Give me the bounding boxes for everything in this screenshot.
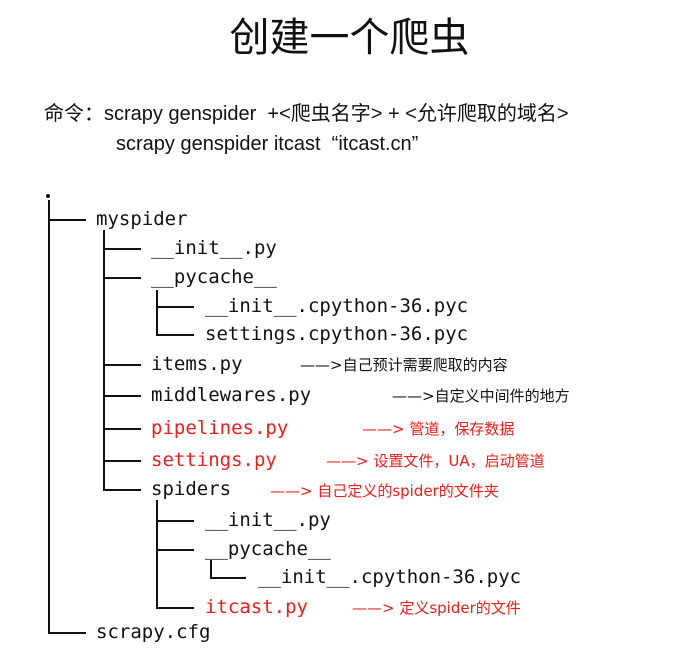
tree-connector: [156, 549, 194, 551]
tree-line-spiders-pycache: [210, 560, 212, 578]
file-pipelines-py: pipelines.py: [151, 417, 289, 439]
note-itcast: ——> 定义spider的文件: [352, 599, 521, 617]
tree-connector: [156, 520, 194, 522]
note-middlewares: ——>自定义中间件的地方: [392, 387, 570, 405]
tree-connector: [210, 577, 246, 579]
tree-root-dot: [46, 194, 50, 198]
file-spiders-init-pyc: __init__.cpython-36.pyc: [258, 566, 522, 588]
tree-line-spiders: [156, 500, 158, 608]
tree-line-root: [48, 200, 50, 632]
file-init-pyc: __init__.cpython-36.pyc: [205, 295, 469, 317]
folder-myspider: myspider: [96, 208, 188, 230]
tree-line-pycache: [156, 290, 158, 335]
file-settings-py: settings.py: [151, 449, 277, 471]
tree-connector: [103, 395, 141, 397]
command-example: scrapy genspider itcast “itcast.cn”: [116, 133, 419, 155]
tree-connector: [103, 428, 141, 430]
folder-spiders: spiders: [151, 478, 232, 500]
tree-connector: [103, 460, 141, 462]
tree-connector: [48, 219, 86, 221]
command-syntax: 命令：scrapy genspider +<爬虫名字> + <允许爬取的域名>: [44, 103, 569, 125]
file-init-py: __init__.py: [151, 237, 277, 259]
note-settings: ——> 设置文件，UA，启动管道: [326, 452, 545, 470]
file-items-py: items.py: [151, 353, 243, 375]
tree-connector: [103, 364, 141, 366]
tree-connector: [156, 334, 194, 336]
file-itcast-py: itcast.py: [205, 596, 308, 618]
file-middlewares-py: middlewares.py: [151, 384, 312, 406]
file-settings-pyc: settings.cpython-36.pyc: [205, 323, 469, 345]
tree-connector: [103, 489, 141, 491]
note-pipelines: ——> 管道，保存数据: [362, 420, 515, 438]
tree-connector: [103, 277, 141, 279]
tree-line-myspider: [103, 230, 105, 490]
folder-spiders-pycache: __pycache__: [205, 538, 331, 560]
tree-connector: [48, 632, 86, 634]
file-spiders-init-py: __init__.py: [205, 509, 331, 531]
folder-pycache: __pycache__: [151, 266, 277, 288]
file-scrapy-cfg: scrapy.cfg: [96, 621, 211, 643]
tree-connector: [156, 607, 194, 609]
page-title: 创建一个爬虫: [229, 15, 470, 61]
note-spiders: ——> 自己定义的spider的文件夹: [270, 482, 499, 500]
tree-connector: [103, 248, 141, 250]
note-items: ——>自己预计需要爬取的内容: [300, 356, 508, 374]
tree-connector: [156, 306, 194, 308]
